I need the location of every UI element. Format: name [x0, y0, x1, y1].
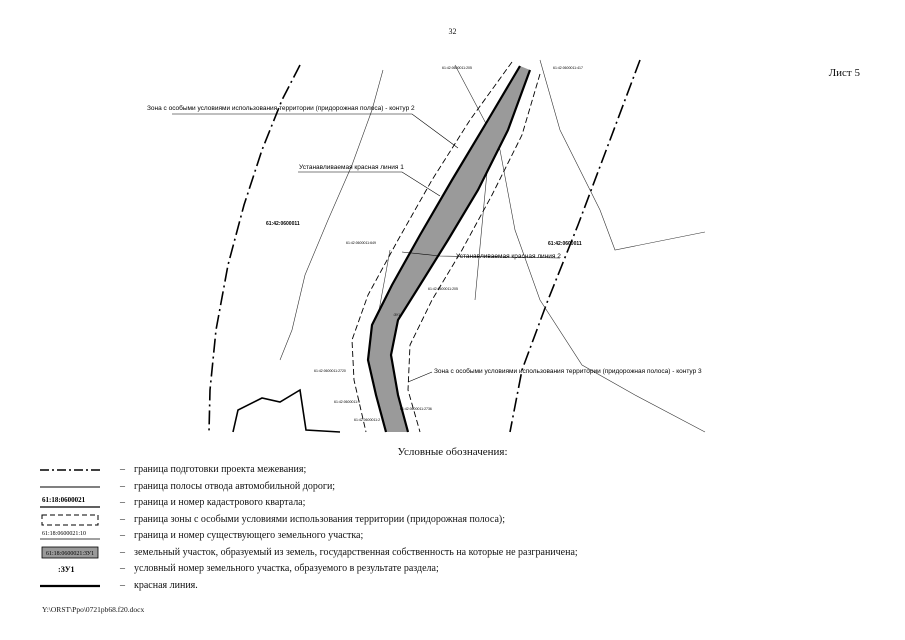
- quarter-symbol: 61:18:0600021: [40, 496, 100, 508]
- sheet-label: Лист 5: [828, 67, 860, 79]
- legend-title: Условные обозначения:: [397, 446, 508, 458]
- thick-line-symbol: [40, 584, 100, 587]
- legend-text: граница полосы отвода автомобильной доро…: [134, 480, 336, 492]
- label-zone-contour-2: Зона с особыми условиями использования т…: [147, 104, 415, 112]
- label-zu1: :ЗУ1: [393, 313, 400, 317]
- footer-file-path: Y:\ORST\Ppo\0721pb68.f20.docx: [42, 605, 145, 614]
- legend-dash: –: [120, 563, 125, 574]
- label-parcel-mid-right: 61:42:0600011:205: [428, 287, 458, 291]
- legend-text: земельный участок, образуемый из земель,…: [134, 546, 578, 558]
- label-parcel-top-right: 61:42:0600011:417: [553, 66, 583, 70]
- legend-text: граница подготовки проекта межевания;: [134, 464, 307, 475]
- legend-dash: –: [120, 579, 125, 591]
- settlement-boundary: [232, 388, 341, 433]
- cadastral-map: Зона с особыми условиями использования т…: [147, 59, 706, 433]
- legend-text: граница и номер кадастрового квартала;: [134, 497, 306, 508]
- label-parcel-bottom-small: 61:42:0600011:2: [354, 418, 380, 422]
- dash-dot-line-symbol: [40, 469, 100, 471]
- dashed-box-symbol: [41, 514, 99, 525]
- label-quarter-left: 61:42:0600011: [266, 221, 300, 227]
- legend-dash: –: [120, 546, 125, 558]
- legend-dash: –: [120, 530, 125, 541]
- legend-dash: –: [120, 513, 125, 525]
- road-corridor: [351, 61, 541, 433]
- legend-text: условный номер земельного участка, образ…: [134, 563, 439, 574]
- label-red-line-2: Устанавливаемая красная линия 2: [456, 253, 561, 260]
- legend-text: красная линия.: [134, 579, 198, 591]
- legend-dash: –: [120, 497, 125, 508]
- legend-dash: –: [120, 464, 125, 475]
- legend-text: граница и номер существующего земельного…: [134, 530, 364, 541]
- gray-box-symbol: 61:18:0600021:ЗУ1: [41, 546, 99, 558]
- parcel-symbol: 61:18:0600021:10: [40, 531, 100, 540]
- parcel-symbol-label: 61:18:0600021:10: [42, 531, 86, 537]
- label-quarter-right: 61:42:0600011: [548, 241, 582, 247]
- label-red-line-1: Устанавливаемая красная линия 1: [299, 164, 404, 171]
- thin-line-symbol: [40, 486, 100, 487]
- zu-symbol: :ЗУ1: [58, 565, 75, 574]
- label-zone-contour-3: Зона с особыми условиями использования т…: [434, 367, 702, 375]
- quarter-symbol-label: 61:18:0600021: [42, 496, 86, 504]
- page-number: 32: [448, 27, 457, 36]
- project-boundary: [208, 59, 641, 433]
- zu-symbol-label: :ЗУ1: [58, 565, 75, 574]
- label-parcel-bottom-right: 61:42:0600011:2736: [400, 407, 432, 411]
- legend-text: граница зоны с особыми условиями использ…: [134, 513, 506, 525]
- gray-box-symbol-label: 61:18:0600021:ЗУ1: [46, 551, 94, 557]
- label-parcel-top-left: 61:42:0600011:205: [442, 66, 472, 70]
- label-parcel-bottom-left-2: 61:42:0600011:9: [334, 400, 360, 404]
- label-parcel-mid-left: 61:42:0600011:649: [346, 241, 376, 245]
- legend-dash: –: [120, 480, 125, 492]
- leader-lines: [172, 113, 561, 383]
- label-parcel-bottom-left: 61:42:0600011:2720: [314, 369, 346, 373]
